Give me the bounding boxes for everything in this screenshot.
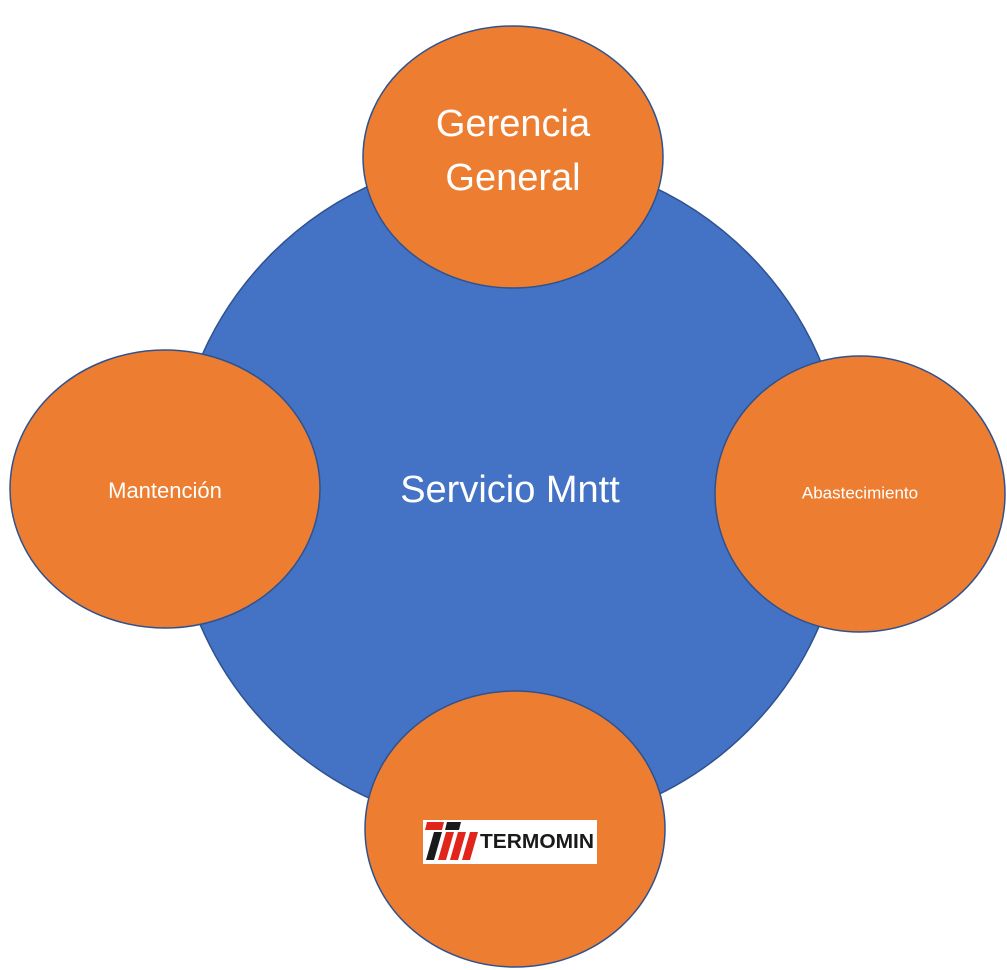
node-abastecimiento bbox=[714, 355, 1006, 633]
node-gerencia-general bbox=[362, 25, 664, 289]
node-mantencion bbox=[9, 349, 321, 629]
hub-label: Servicio Mntt bbox=[400, 469, 620, 511]
node-abastecimiento-label: Abastecimiento bbox=[802, 483, 918, 502]
node-gerencia-general-line1: Gerencia bbox=[436, 103, 591, 145]
termomin-logo-icon bbox=[425, 822, 478, 860]
termomin-logo: TERMOMIN bbox=[423, 820, 597, 864]
node-gerencia-general-line2: General bbox=[445, 157, 580, 199]
node-mantencion-label: Mantención bbox=[108, 478, 222, 503]
termomin-logo-text: TERMOMIN bbox=[480, 831, 594, 853]
